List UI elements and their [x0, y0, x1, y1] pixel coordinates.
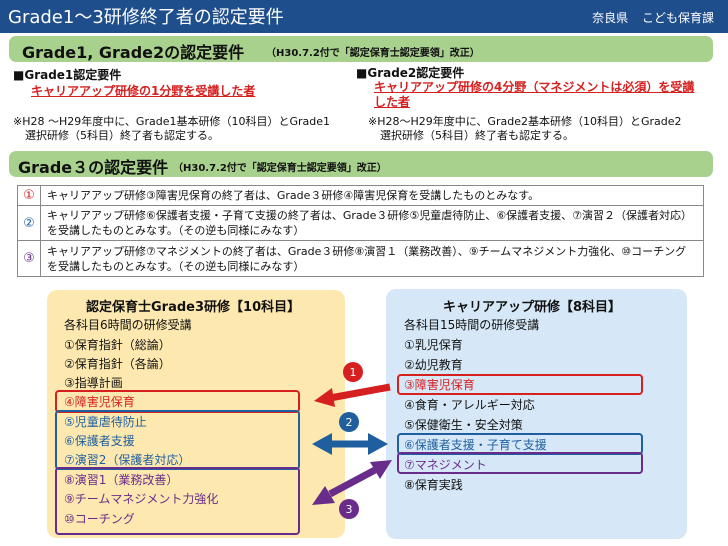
grade2-note: ※H28～H29年度中に、Grade2基本研修（10科目）とGrade2 選択研… [368, 115, 682, 142]
list-item: ①乳児保育 [404, 338, 463, 352]
arrow-2-badge: 2 [339, 412, 359, 432]
list-item: ⑤保健衛生・安全対策 [404, 418, 523, 432]
list-item: ④障害児保育 [64, 395, 135, 409]
table-row: ② キャリアアップ研修⑥保護者支援・子育て支援の終了者は、Grade３研修⑤児童… [17, 205, 704, 241]
section1-banner [9, 36, 713, 62]
arrow-2 [312, 433, 388, 455]
highlight-box-3 [397, 452, 643, 474]
grade1-heading: ■Grade1認定要件 [13, 68, 122, 82]
list-item: ⑥保護者支援・子育て支援 [404, 438, 547, 452]
section2-banner [9, 151, 713, 177]
grade3-training-panel [47, 290, 345, 538]
list-item: ⑦演習2（保護者対応） [64, 453, 191, 467]
table-row: ③ キャリアアップ研修⑦マネジメントの終了者は、Grade３研修⑧演習１（業務改… [17, 240, 704, 277]
list-item: ⑧保育実践 [404, 478, 463, 492]
list-item: ③障害児保育 [404, 378, 475, 392]
list-item: ⑧演習1（業務改善） [64, 473, 179, 487]
highlight-box-3 [55, 467, 300, 535]
rule-text: キャリアアップ研修③障害児保育の終了者は、Grade３研修④障害児保育を受講した… [40, 185, 704, 206]
highlight-box-1 [397, 374, 643, 395]
arrow-1-badge: 1 [343, 362, 363, 382]
table-row: ① キャリアアップ研修③障害児保育の終了者は、Grade３研修④障害児保育を受講… [17, 185, 704, 206]
grade1-requirement: キャリアアップ研修の1分野を受講した者 [31, 84, 256, 98]
prefecture-label: 奈良県 [592, 11, 629, 25]
list-item: ②幼児教育 [404, 358, 463, 372]
list-item: ⑦マネジメント [404, 458, 487, 472]
rule-number: ② [17, 205, 41, 241]
rule-number: ① [17, 185, 41, 206]
grade1-note: ※H28 ～H29年度中に、Grade1基本研修（10科目）とGrade1 選択… [13, 115, 330, 142]
highlight-box-2 [397, 433, 643, 455]
section1-title: Grade1, Grade2の認定要件 [22, 43, 245, 62]
department-label: こども保育課 [641, 11, 714, 25]
rule-text: キャリアアップ研修⑦マネジメントの終了者は、Grade３研修⑧演習１（業務改善）… [40, 240, 704, 277]
list-item: ⑨チームマネジメント力強化 [64, 492, 219, 506]
section2-subtitle: （H30.7.2付で「認定保育士認定要領」改正） [173, 163, 387, 174]
rule-text: キャリアアップ研修⑥保護者支援・子育て支援の終了者は、Grade３研修⑤児童虐待… [40, 205, 704, 241]
list-item: ②保育指針（各論） [64, 357, 171, 371]
section2-title: Grade３の認定要件 [18, 158, 169, 177]
grade3-rules-table: ① キャリアアップ研修③障害児保育の終了者は、Grade３研修④障害児保育を受講… [17, 185, 704, 277]
career-up-training-panel [386, 289, 687, 539]
grade3-panel-subtitle: 各科目6時間の研修受講 [64, 318, 192, 332]
list-item: ④食育・アレルギー対応 [404, 398, 535, 412]
list-item: ③指導計画 [64, 376, 123, 390]
rule-number: ③ [17, 240, 41, 277]
organization: 奈良県 こども保育課 [582, 9, 714, 26]
grade3-panel-title: 認定保育士Grade3研修【10科目】 [86, 300, 301, 315]
arrow-3 [312, 460, 392, 505]
list-item: ⑤児童虐待防止 [64, 415, 147, 429]
career-panel-subtitle: 各科目15時間の研修受講 [404, 318, 540, 332]
highlight-box-2 [55, 410, 300, 470]
section1-subtitle: （H30.7.2付で「認定保育士認定要領」改正） [266, 48, 480, 59]
grade2-requirement: キャリアアップ研修の4分野（マネジメントは必須）を受講 した者 [374, 80, 695, 109]
grade2-heading: ■Grade2認定要件 [356, 66, 465, 80]
career-panel-title: キャリアアップ研修【8科目】 [443, 300, 622, 315]
title-bar [0, 0, 728, 33]
mapping-arrows [312, 383, 392, 505]
page-title: Grade1～3研修終了者の認定要件 [8, 7, 284, 28]
arrow-1 [314, 383, 391, 407]
list-item: ⑩コーチング [64, 512, 135, 526]
highlight-box-1 [55, 390, 300, 413]
list-item: ⑥保護者支援 [64, 434, 135, 448]
arrow-3-badge: 3 [339, 499, 359, 519]
list-item: ①保育指針（総論） [64, 338, 171, 352]
